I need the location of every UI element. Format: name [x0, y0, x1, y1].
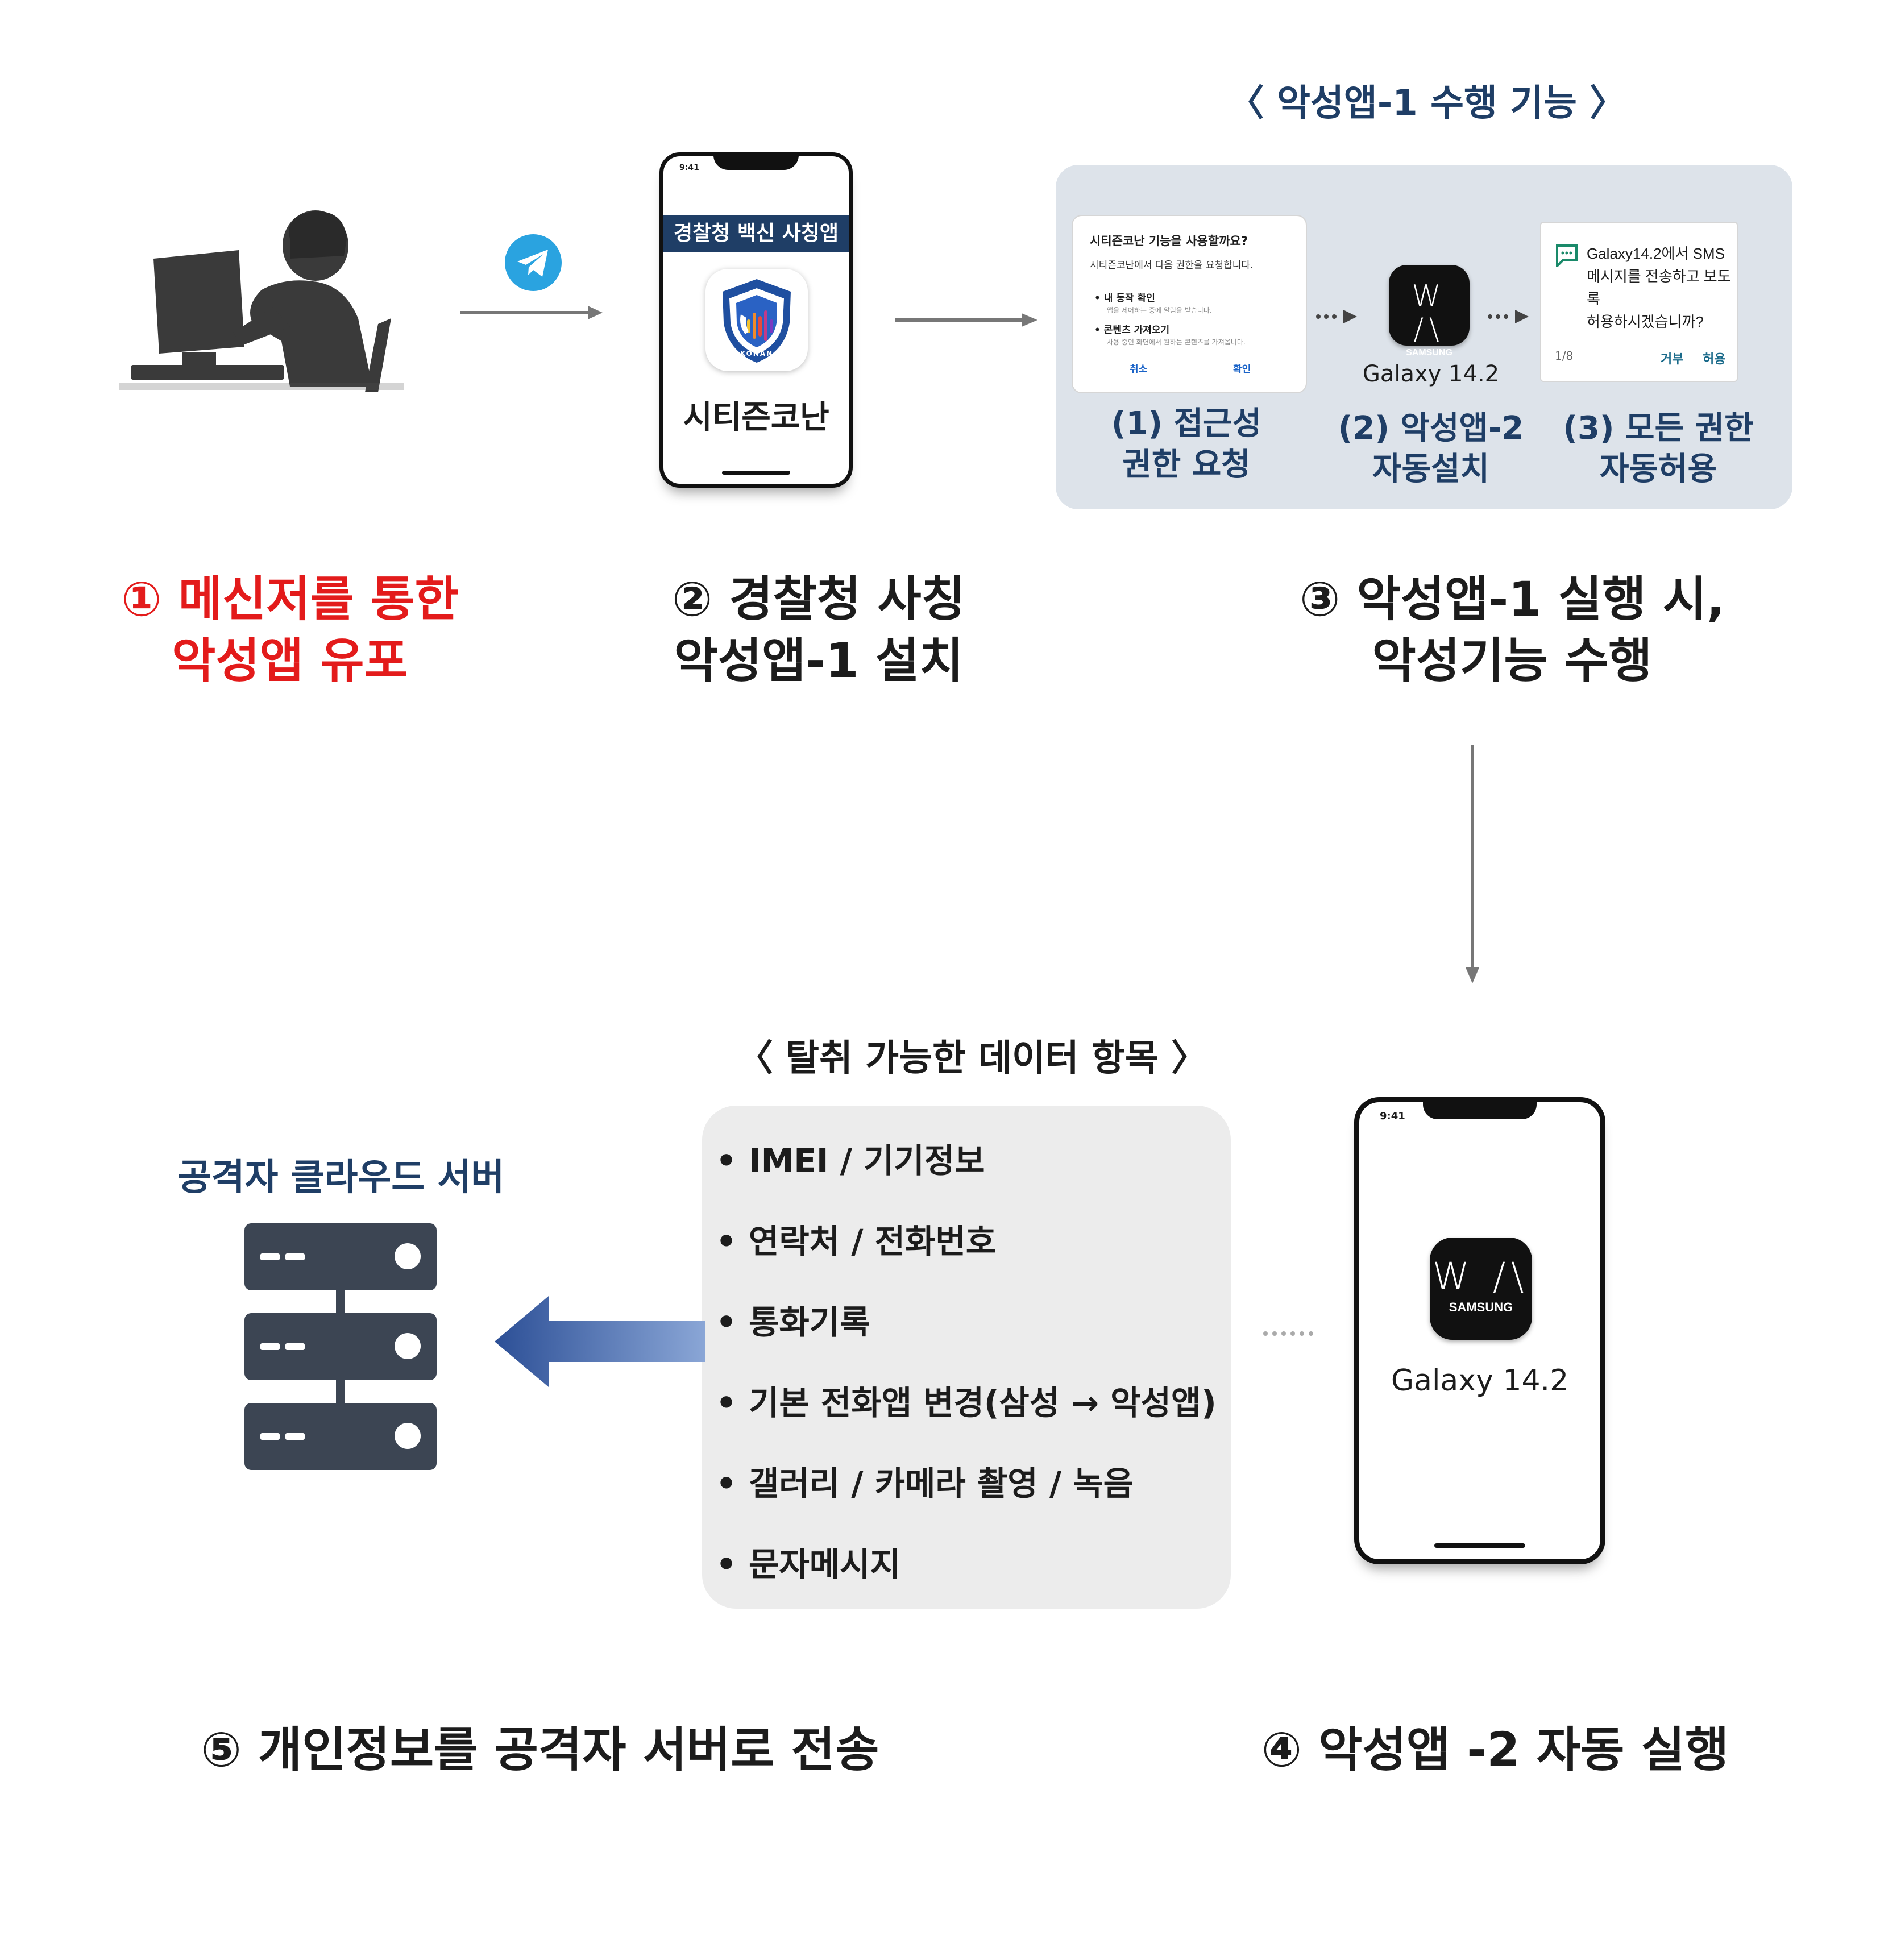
exfiltration-arrow	[495, 1296, 705, 1387]
stage4-app-caption: Galaxy 14.2	[1391, 1364, 1569, 1398]
sms-deny-button[interactable]: 거부	[1661, 352, 1684, 367]
arrow-stage2-to-stage3	[895, 313, 1037, 327]
data-items-title: 〈 탈취 가능한 데이터 항목 〉	[736, 1037, 1208, 1079]
dialog-cancel-button[interactable]: 취소	[1130, 364, 1148, 375]
samsung-wa-icon: W /\ SAMSUNG	[1430, 1238, 1532, 1340]
step2-app-caption: Galaxy 14.2	[1362, 361, 1500, 387]
stage5-label: ⑤ 개인정보를 공격자 서버로 전송	[201, 1722, 879, 1778]
dotted-connector	[1263, 1331, 1313, 1336]
samsung-wa-icon: W /\ SAMSUNG	[1389, 265, 1470, 358]
step3-label: (3) 모든 권한 자동허용	[1563, 410, 1754, 488]
perm1-desc: 앱을 제어하는 중에 알림을 받습니다.	[1107, 306, 1212, 314]
status-time: 9:41	[1380, 1110, 1405, 1122]
step1-label: (1) 접근성 권한 요청	[1111, 405, 1262, 483]
list-item: •통화기록	[716, 1303, 870, 1342]
list-item-text: 연락처 / 전화번호	[749, 1222, 997, 1261]
perm1-title: 내 동작 확인	[1103, 293, 1155, 304]
telegram-icon	[505, 234, 562, 291]
dialog-desc: 시티즌코난에서 다음 권한을 요청합니다.	[1090, 260, 1254, 271]
sms-allow-button[interactable]: 허용	[1703, 352, 1726, 367]
stage2-label: ② 경찰청 사칭 악성앱-1 설치	[671, 571, 965, 688]
list-item: •갤러리 / 카메라 촬영 / 녹음	[716, 1464, 1134, 1503]
shield-icon-caption: KONAN	[740, 350, 774, 358]
list-item: •기본 전화앱 변경(삼성 → 악성앱)	[716, 1384, 1217, 1422]
list-item: •IMEI / 기기정보	[716, 1141, 985, 1180]
dotted-arrow-2	[1488, 310, 1529, 323]
accessibility-dialog: 시티즌코난 기능을 사용할까요? 시티즌코난에서 다음 권한을 요청합니다. •…	[1072, 215, 1307, 393]
list-item-text: IMEI / 기기정보	[749, 1141, 985, 1180]
sms-permission-dialog: Galaxy14.2에서 SMS 메시지를 전송하고 보도록 허용하시겠습니까?…	[1540, 222, 1738, 382]
list-item: •문자메시지	[716, 1545, 900, 1584]
perm2: • 콘텐츠 가져오기 사용 중인 화면에서 원하는 콘텐츠를 가져옵니다.	[1094, 325, 1246, 346]
arrow-stage1-to-stage2	[460, 306, 603, 319]
fake-app-banner: 경찰청 백신 사칭앱	[663, 215, 849, 252]
wa-icon-top: W /\	[1412, 279, 1447, 346]
server-rack-icon	[244, 1223, 437, 1472]
arrow-stage3-to-stage4	[1466, 745, 1479, 983]
message-icon	[1556, 244, 1578, 267]
stage3-label: ③ 악성앱-1 실행 시, 악성기능 수행	[1300, 571, 1725, 688]
stealable-data-list: •IMEI / 기기정보 •연락처 / 전화번호 •통화기록 •기본 전화앱 변…	[702, 1106, 1231, 1609]
dotted-arrow-1	[1316, 310, 1357, 323]
fake-app-banner-text: 경찰청 백신 사칭앱	[673, 222, 839, 245]
dialog-confirm-button[interactable]: 확인	[1233, 364, 1251, 375]
list-item-text: 갤러리 / 카메라 촬영 / 녹음	[749, 1464, 1134, 1503]
list-item-text: 통화기록	[749, 1303, 870, 1342]
list-item-text: 문자메시지	[749, 1545, 900, 1584]
perm1: • 내 동작 확인 앱을 제어하는 중에 알림을 받습니다.	[1094, 293, 1212, 314]
stage1-label: ① 메신저를 통한 악성앱 유포	[121, 571, 459, 688]
list-item: •연락처 / 전화번호	[716, 1222, 997, 1261]
sms-dialog-text: Galaxy14.2에서 SMS 메시지를 전송하고 보도록 허용하시겠습니까?	[1587, 245, 1731, 330]
panel-title: 〈 악성앱-1 수행 기능 〉	[1227, 82, 1626, 124]
perm2-title: 콘텐츠 가져오기	[1103, 325, 1170, 336]
sms-dialog-counter: 1/8	[1555, 349, 1574, 363]
phone-stage2: 9:41 경찰청 백신 사칭앱 KONAN 시티즌코난	[659, 152, 853, 488]
shield-app-icon: KONAN	[705, 269, 808, 371]
phone-stage4: 9:41 W /\ SAMSUNG Galaxy 14.2	[1354, 1097, 1605, 1564]
hacker-silhouette-icon	[119, 210, 404, 392]
server-title: 공격자 클라우드 서버	[177, 1157, 505, 1199]
wa-icon-bottom: SAMSUNG	[1449, 1300, 1513, 1314]
wa-icon-top: W /\	[1432, 1255, 1530, 1298]
perm2-desc: 사용 중인 화면에서 원하는 콘텐츠를 가져옵니다.	[1107, 338, 1246, 346]
wa-icon-bottom: SAMSUNG	[1406, 348, 1452, 358]
malware-functions-panel: 시티즌코난 기능을 사용할까요? 시티즌코난에서 다음 권한을 요청합니다. •…	[1056, 165, 1792, 509]
fake-app-name: 시티즌코난	[683, 399, 829, 436]
stage4-label: ④ 악성앱 -2 자동 실행	[1261, 1722, 1729, 1778]
dialog-title: 시티즌코난 기능을 사용할까요?	[1090, 234, 1248, 248]
step2-label: (2) 악성앱-2 자동설치	[1338, 410, 1524, 488]
list-item-text: 기본 전화앱 변경(삼성 → 악성앱)	[749, 1384, 1217, 1422]
status-time: 9:41	[679, 163, 699, 172]
